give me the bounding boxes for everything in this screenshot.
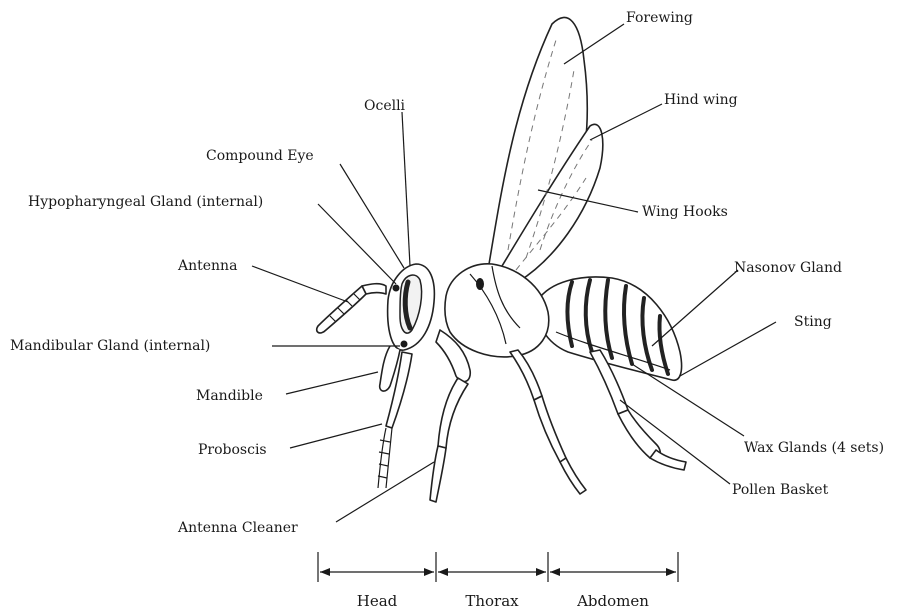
- wings: [486, 17, 603, 288]
- labels: Forewing Hind wing Ocelli Compound Eye H…: [10, 10, 884, 536]
- label-antenna: Antenna: [177, 258, 237, 274]
- segment-abdomen: Abdomen: [576, 592, 649, 610]
- label-proboscis: Proboscis: [198, 442, 267, 458]
- label-antenna-cleaner: Antenna Cleaner: [177, 520, 298, 536]
- label-hind-wing: Hind wing: [664, 92, 738, 108]
- label-pollen-basket: Pollen Basket: [732, 482, 829, 498]
- label-ocelli: Ocelli: [364, 98, 406, 114]
- label-nasonov-gland: Nasonov Gland: [734, 260, 842, 276]
- label-wax-glands: Wax Glands (4 sets): [744, 440, 884, 456]
- label-wing-hooks: Wing Hooks: [642, 204, 728, 220]
- segment-brackets: Head Thorax Abdomen: [318, 552, 678, 610]
- label-compound-eye: Compound Eye: [206, 148, 314, 164]
- thorax-shape: [445, 264, 549, 357]
- antenna-shape: [317, 284, 386, 333]
- label-mandibular-gland: Mandibular Gland (internal): [10, 338, 210, 354]
- label-mandible: Mandible: [196, 388, 263, 404]
- label-hypopharyngeal-gland: Hypopharyngeal Gland (internal): [28, 194, 263, 210]
- segment-thorax: Thorax: [465, 592, 519, 610]
- label-forewing: Forewing: [626, 10, 693, 26]
- thorax: [445, 264, 549, 357]
- head: [378, 264, 434, 488]
- label-sting: Sting: [794, 314, 832, 330]
- segment-head: Head: [357, 592, 398, 610]
